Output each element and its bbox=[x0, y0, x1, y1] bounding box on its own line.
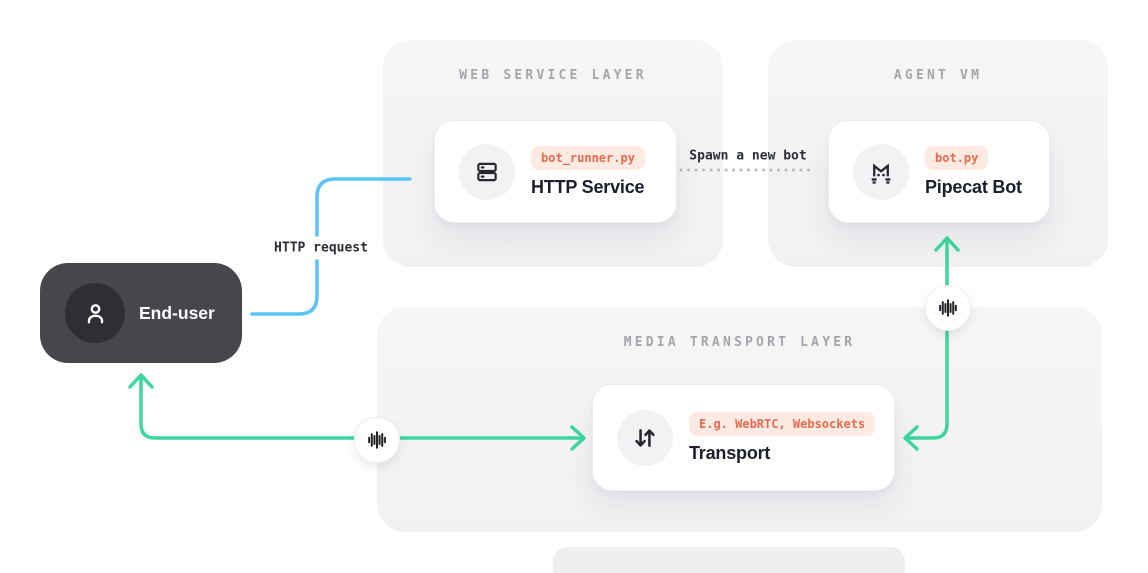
spawn-bot-label: Spawn a new bot bbox=[689, 148, 807, 164]
media-wire-user-transport bbox=[139, 376, 583, 440]
http-service-text: bot_runner.py HTTP Service bbox=[531, 145, 645, 198]
background-panel-edge bbox=[553, 547, 905, 573]
arrowhead-left-transport bbox=[903, 425, 919, 451]
panel-title-agent-vm: AGENT VM bbox=[893, 68, 983, 83]
transport-text: E.g. WebRTC, Websockets Transport bbox=[689, 411, 876, 464]
transport-node: E.g. WebRTC, Websockets Transport bbox=[592, 384, 895, 491]
media-wire-bot-transport bbox=[904, 238, 949, 440]
arrowhead-up-pipecat bbox=[934, 236, 960, 252]
file-badge-bot-py: bot.py bbox=[925, 145, 989, 170]
waveform-icon bbox=[925, 285, 971, 331]
transport-label: Transport bbox=[689, 442, 771, 463]
panel-title-web-service: WEB SERVICE LAYER bbox=[459, 68, 647, 83]
transport-examples-badge: E.g. WebRTC, Websockets bbox=[689, 411, 876, 436]
waveform-icon bbox=[354, 417, 400, 463]
pipecat-cat-icon bbox=[853, 143, 909, 200]
pipecat-bot-node: bot.py Pipecat Bot bbox=[828, 120, 1050, 223]
person-icon bbox=[65, 283, 125, 343]
file-badge-bot-runner: bot_runner.py bbox=[531, 145, 645, 170]
pipecat-bot-text: bot.py Pipecat Bot bbox=[925, 145, 1022, 198]
http-request-label: HTTP request bbox=[267, 236, 375, 260]
arrowhead-up-end-user bbox=[128, 373, 154, 389]
pipecat-bot-label: Pipecat Bot bbox=[925, 176, 1022, 197]
end-user-label: End-user bbox=[139, 302, 215, 323]
http-service-node: bot_runner.py HTTP Service bbox=[434, 120, 677, 223]
server-icon bbox=[459, 143, 515, 200]
end-user-node: End-user bbox=[40, 263, 242, 363]
arrowhead-right-transport bbox=[570, 425, 586, 451]
transfer-arrows-icon bbox=[617, 409, 673, 466]
panel-title-media-transport: MEDIA TRANSPORT LAYER bbox=[623, 335, 856, 350]
http-service-label: HTTP Service bbox=[531, 176, 645, 197]
